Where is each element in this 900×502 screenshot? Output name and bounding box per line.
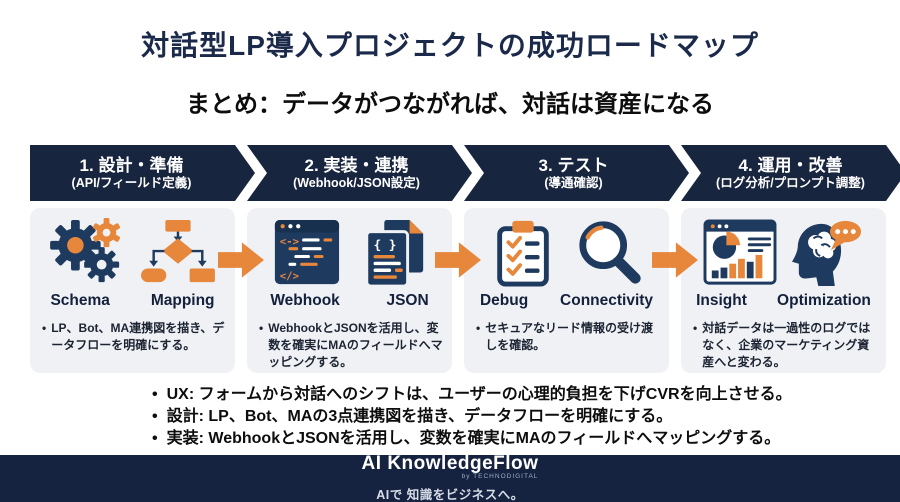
- step-note-text: WebhookとJSONを活用し、変数を確実にMAのフィールドへマッピングする。: [268, 321, 443, 369]
- icon-label: Mapping: [150, 292, 215, 309]
- step-note: • LP、Bot、MA連携図を描き、データフローを明確にする。: [30, 310, 235, 354]
- brand-byline: by TECHNODIGITAL: [461, 473, 539, 481]
- page-title: 対話型LP導入プロジェクトの成功ロードマップ: [141, 30, 759, 61]
- step-subtitle: (API/フィールド定義): [71, 176, 192, 191]
- checklist-icon: [484, 218, 562, 288]
- summary-list: • UX: フォームから対話へのシフトは、ユーザーの心理的負担を下げCVRを向上…: [152, 384, 812, 450]
- brand-logo: AI KnowledgeFlow by TECHNODIGITAL: [362, 454, 539, 481]
- step-note-text: LP、Bot、MA連携図を描き、データフローを明確にする。: [51, 321, 225, 352]
- step-subtitle: (Webhook/JSON設定): [293, 176, 420, 191]
- bullet-marker: •: [259, 321, 264, 335]
- summary-item: • 実装: WebhookとJSONを活用し、変数を確実にMAのフィールドへマッ…: [152, 428, 812, 450]
- step-note: • WebhookとJSONを活用し、変数を確実にMAのフィールドへマッピングす…: [247, 310, 452, 370]
- step-card-icons: <-> </> { }: [247, 208, 452, 290]
- magnifier-icon: [572, 218, 650, 288]
- summary-text: 実装: WebhookとJSONを活用し、変数を確実にMAのフィールドへマッピン…: [166, 430, 781, 447]
- icon-label: Schema: [50, 292, 110, 309]
- step-subtitle: (導通確認): [544, 176, 603, 191]
- step-card-2: <-> </> { }: [247, 208, 452, 373]
- bullet-marker: •: [693, 321, 698, 335]
- step-card-3: Debug Connectivity • セキュアなリード情報の受け渡しを確認。: [464, 208, 669, 373]
- brand-tagline: AIで 知識をビジネスへ。: [376, 487, 524, 502]
- summary-item: • 設計: LP、Bot、MAの3点連携図を描き、データフローを明確にする。: [152, 406, 812, 428]
- step-banner-4: 4. 運用・改善 (ログ分析/プロンプト調整): [681, 145, 900, 201]
- summary-item: • UX: フォームから対話へのシフトは、ユーザーの心理的負担を下げCVRを向上…: [152, 384, 812, 406]
- gears-icon: [49, 218, 128, 288]
- bullet-marker: •: [152, 386, 158, 403]
- json-document-icon: { }: [355, 218, 433, 288]
- icon-label: Debug: [479, 292, 529, 309]
- svg-text:{ }: { }: [373, 237, 396, 252]
- step-note: • セキュアなリード情報の受け渡しを確認。: [464, 310, 669, 354]
- browser-code-icon: <-> </>: [267, 218, 345, 288]
- bullet-marker: •: [476, 321, 481, 335]
- step-title: 3. テスト: [538, 155, 609, 175]
- summary-text: UX: フォームから対話へのシフトは、ユーザーの心理的負担を下げCVRを向上させ…: [166, 386, 792, 403]
- step-banner-1: 1. 設計・準備 (API/フィールド定義): [30, 145, 255, 201]
- step-card-4: Insight Optimization • 対話データは一過性のログではなく、…: [681, 208, 886, 373]
- svg-text:</>: </>: [279, 269, 298, 282]
- step-card-icons: [681, 208, 886, 290]
- step-note-text: 対話データは一過性のログではなく、企業のマーケティング資産へと変わる。: [702, 321, 871, 369]
- flowchart-icon: [138, 218, 216, 288]
- step-title: 1. 設計・準備: [79, 155, 184, 175]
- step-note-text: セキュアなリード情報の受け渡しを確認。: [485, 321, 653, 352]
- step-card-icons: [30, 208, 235, 290]
- step-title: 4. 運用・改善: [738, 155, 843, 175]
- step-banner-3: 3. テスト (導通確認): [464, 145, 689, 201]
- step-subtitle: (ログ分析/プロンプト調整): [716, 176, 865, 191]
- brand-name: AI KnowledgeFlow: [361, 453, 539, 475]
- bullet-marker: •: [42, 321, 47, 335]
- footer-bar: AI KnowledgeFlow by TECHNODIGITAL AIで 知識…: [0, 454, 900, 502]
- icon-label: Webhook: [270, 292, 340, 309]
- head-brain-chat-icon: [789, 218, 867, 288]
- svg-text:<->: <->: [279, 235, 298, 248]
- icon-label: JSON: [386, 292, 429, 309]
- page-subtitle: まとめ：データがつながれば、対話は資産になる: [186, 91, 714, 118]
- bullet-marker: •: [152, 408, 158, 425]
- step-note: • 対話データは一過性のログではなく、企業のマーケティング資産へと変わる。: [681, 310, 886, 370]
- step-banner-2: 2. 実装・連携 (Webhook/JSON設定): [247, 145, 472, 201]
- icon-label: Optimization: [777, 292, 871, 309]
- bullet-marker: •: [152, 430, 158, 447]
- step-card-1: Schema Mapping • LP、Bot、MA連携図を描き、データフローを…: [30, 208, 235, 373]
- icon-label: Insight: [696, 292, 747, 309]
- step-card-icons: [464, 208, 669, 290]
- step-title: 2. 実装・連携: [304, 155, 409, 175]
- icon-label: Connectivity: [560, 292, 654, 309]
- summary-text: 設計: LP、Bot、MAの3点連携図を描き、データフローを明確にする。: [166, 408, 673, 425]
- dashboard-chart-icon: [701, 218, 779, 288]
